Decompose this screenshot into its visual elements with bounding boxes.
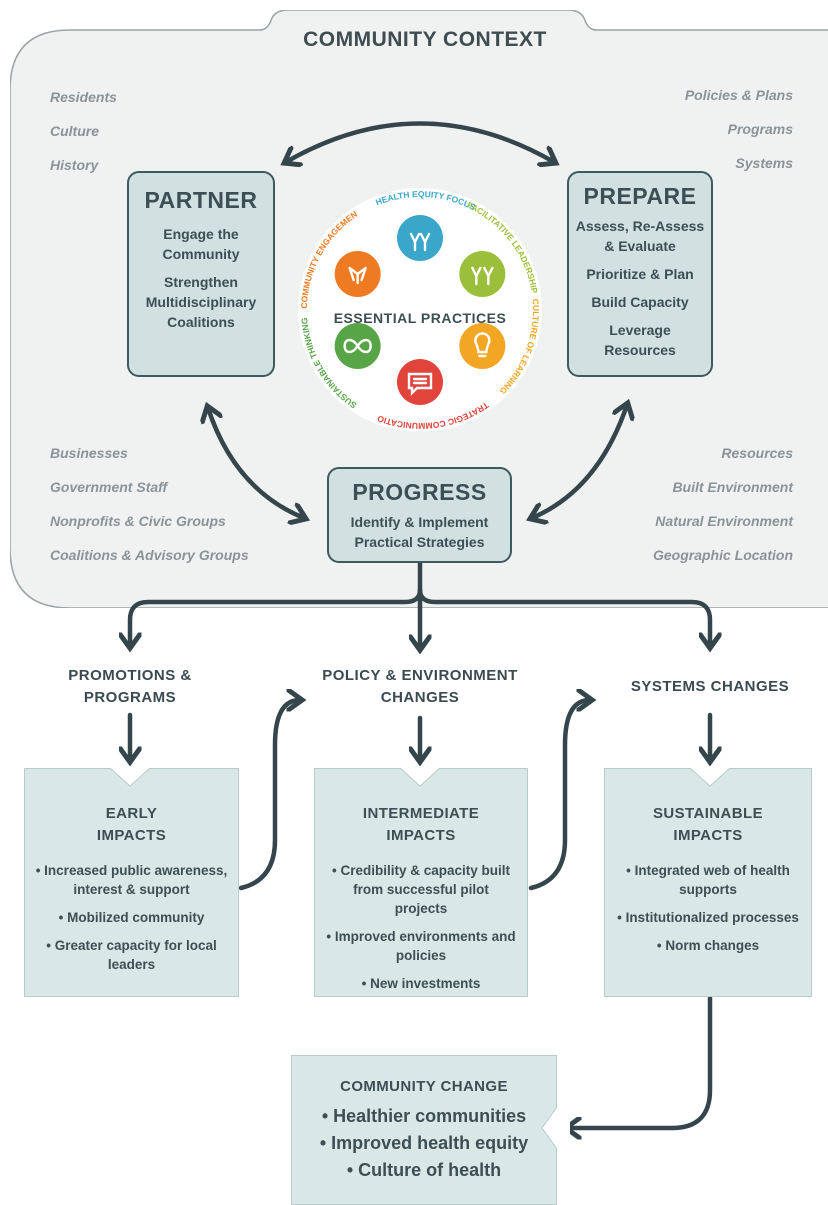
context-item: Natural Environment	[655, 513, 793, 529]
impact-bullet: • Credibility & capacity built from succ…	[331, 863, 510, 916]
impact-bullet: • Integrated web of health supports	[626, 863, 790, 897]
context-item: Geographic Location	[652, 547, 793, 563]
progress-item: Identify & Implement Practical Strategie…	[350, 514, 489, 550]
impact-bullet: • Improved environments and policies	[326, 929, 516, 963]
intermediate-impacts-box: INTERMEDIATE IMPACTS • Credibility & cap…	[314, 768, 528, 997]
prepare-box: PREPARE Assess, Re-Assess & Evaluate Pri…	[567, 171, 713, 377]
community-change-notch	[541, 1105, 570, 1151]
early-impacts-box: EARLY IMPACTS • Increased public awarene…	[24, 768, 239, 997]
impact-notches	[109, 767, 731, 787]
context-item: Residents	[50, 89, 117, 105]
context-left-top-list: Residents Culture History	[50, 80, 117, 182]
arrow-intermediate-systems	[528, 700, 590, 891]
context-item: Resources	[721, 445, 793, 461]
sustainable-impacts-box: SUSTAINABLE IMPACTS • Integrated web of …	[604, 768, 812, 997]
stage-policy-environment: POLICY & ENVIRONMENT CHANGES	[322, 667, 518, 706]
context-item: Programs	[727, 121, 793, 137]
impact-bullet: • Greater capacity for local leaders	[46, 938, 217, 972]
impact-bullet: • Mobilized community	[58, 910, 205, 925]
impact-bullet: • Norm changes	[656, 938, 760, 953]
partner-box: PARTNER Engage the Community Strengthen …	[127, 171, 275, 377]
arrow-to-systems	[417, 587, 710, 646]
context-item: History	[50, 157, 99, 173]
prepare-item: Leverage Resources	[604, 322, 676, 358]
stage-systems-changes: SYSTEMS CHANGES	[630, 678, 790, 695]
context-right-bottom-list: Resources Built Environment Natural Envi…	[653, 436, 793, 572]
community-change-item: • Healthier communities	[321, 1106, 527, 1126]
arrow-partner-prepare	[286, 121, 554, 163]
context-item: Built Environment	[672, 479, 793, 495]
infinity-icon	[334, 323, 381, 369]
arrow-early-policy	[238, 700, 300, 891]
context-item: Culture	[50, 123, 99, 139]
chat-bubble-icon	[397, 359, 443, 405]
partner-item: Strengthen Multidisciplinary Coalitions	[145, 274, 257, 330]
group-cheer-icon	[459, 251, 506, 297]
arrow-partner-progress	[208, 408, 304, 518]
prepare-item: Assess, Re-Assess & Evaluate	[575, 218, 705, 254]
arrow-to-promotions	[130, 559, 423, 646]
context-right-top-list: Policies & Plans Programs Systems	[685, 78, 793, 180]
context-left-bottom-list: Businesses Government Staff Nonprofits &…	[50, 436, 249, 572]
context-item: Policies & Plans	[684, 87, 793, 103]
community-change-item: • Improved health equity	[319, 1133, 529, 1153]
early-impacts-title: EARLY IMPACTS	[96, 805, 167, 844]
impact-bullet: • Institutionalized processes	[617, 910, 799, 925]
partner-item: Engage the Community	[162, 226, 240, 262]
sustainable-impacts-title: SUSTAINABLE IMPACTS	[653, 805, 763, 844]
context-item: Government Staff	[50, 479, 168, 495]
community-context-title: COMMUNITY CONTEXT	[303, 28, 547, 51]
context-item: Businesses	[50, 445, 128, 461]
context-item: Systems	[735, 155, 793, 171]
network-icon	[334, 251, 381, 297]
people-raised-arms-icon	[397, 215, 443, 261]
impact-bullet: • New investments	[361, 976, 481, 991]
prepare-item: Build Capacity	[591, 294, 689, 310]
arrow-sustainable-change	[568, 995, 713, 1128]
prepare-item: Prioritize & Plan	[586, 266, 694, 282]
ring-background	[298, 188, 542, 432]
stage-promotions-programs: PROMOTIONS & PROGRAMS	[68, 667, 192, 706]
arrow-prepare-progress	[532, 405, 627, 518]
intermediate-impacts-title: INTERMEDIATE IMPACTS	[362, 805, 480, 844]
progress-title: PROGRESS	[352, 479, 487, 505]
prepare-title: PREPARE	[583, 183, 697, 209]
community-change-item: • Culture of health	[346, 1160, 502, 1180]
partner-title: PARTNER	[144, 187, 258, 213]
community-change-title: COMMUNITY CHANGE	[340, 1078, 508, 1095]
context-item: Coalitions & Advisory Groups	[50, 547, 249, 563]
community-change-box: COMMUNITY CHANGE • Healthier communities…	[291, 1055, 557, 1205]
lightbulb-icon	[459, 323, 506, 369]
progress-box: PROGRESS Identify & Implement Practical …	[327, 467, 512, 563]
context-item: Nonprofits & Civic Groups	[50, 513, 226, 529]
essential-practices-title: ESSENTIAL PRACTICES	[333, 310, 507, 326]
impact-bullet: • Increased public awareness, interest &…	[35, 863, 228, 897]
